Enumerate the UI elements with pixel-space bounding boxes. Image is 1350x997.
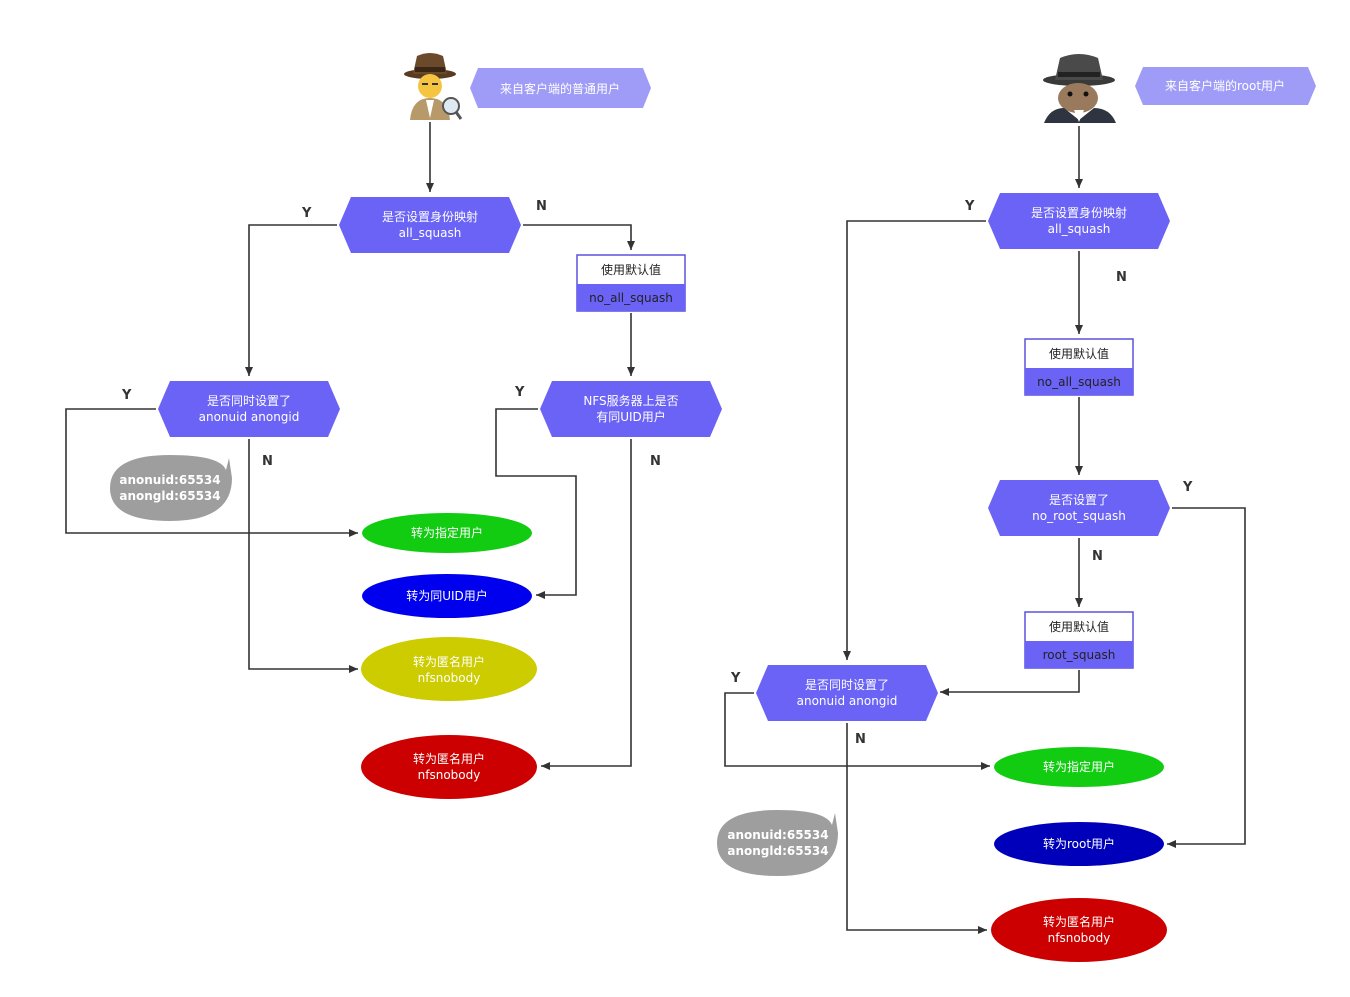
svg-text:N: N — [1116, 270, 1127, 285]
left-nfs-decision: NFS服务器上是否 有同UID用户 — [540, 381, 722, 437]
svg-text:no_all_squash: no_all_squash — [1037, 375, 1121, 389]
svg-text:Y: Y — [301, 206, 312, 221]
svg-text:使用默认值: 使用默认值 — [601, 262, 661, 277]
svg-text:nfsnobody: nfsnobody — [418, 768, 481, 782]
left-squash-decision: 是否设置身份映射 all_squash — [339, 197, 521, 253]
svg-text:是否同时设置了: 是否同时设置了 — [207, 394, 291, 408]
right-to-specified-user: 转为指定用户 — [994, 747, 1164, 787]
right-user-tag: 来自客户端的root用户 — [1135, 67, 1316, 105]
svg-text:nfsnobody: nfsnobody — [1048, 931, 1111, 945]
svg-text:转为指定用户: 转为指定用户 — [1043, 759, 1115, 774]
right-user-icon — [1043, 54, 1117, 123]
svg-text:all_squash: all_squash — [399, 226, 462, 240]
svg-text:Y: Y — [121, 388, 132, 403]
svg-text:anonuid anongid: anonuid anongid — [199, 410, 300, 424]
svg-text:转为同UID用户: 转为同UID用户 — [406, 588, 488, 603]
svg-text:N: N — [262, 454, 273, 469]
svg-text:N: N — [1092, 549, 1103, 564]
right-default-box-1: 使用默认值 no_all_squash — [1024, 338, 1134, 396]
right-edge-labels: Y N Y N Y N — [730, 199, 1193, 747]
svg-text:no_all_squash: no_all_squash — [589, 291, 673, 305]
left-to-specified-user: 转为指定用户 — [362, 513, 532, 553]
left-edges — [65, 122, 635, 770]
left-default-box: 使用默认值 no_all_squash — [576, 254, 686, 312]
svg-text:anonuid anongid: anonuid anongid — [797, 694, 898, 708]
svg-text:N: N — [536, 199, 547, 214]
svg-text:使用默认值: 使用默认值 — [1049, 346, 1109, 361]
svg-text:anongld:65534: anongld:65534 — [119, 489, 220, 503]
svg-text:转为匿名用户: 转为匿名用户 — [413, 654, 485, 669]
right-edges — [724, 126, 1246, 934]
left-user-tag: 来自客户端的普通用户 — [470, 68, 651, 108]
right-root-decision: 是否设置了 no_root_squash — [988, 480, 1170, 536]
right-to-anon-user-red: 转为匿名用户 nfsnobody — [991, 898, 1167, 962]
left-edge-labels: Y N Y N Y N — [121, 199, 661, 469]
right-anon-decision: 是否同时设置了 anonuid anongid — [756, 665, 938, 721]
right-user-label: 来自客户端的root用户 — [1165, 78, 1285, 93]
left-to-anon-user-yellow: 转为匿名用户 nfsnobody — [361, 637, 537, 701]
svg-text:转为root用户: 转为root用户 — [1043, 836, 1115, 851]
right-squash-decision: 是否设置身份映射 all_squash — [988, 193, 1170, 249]
right-default-box-2: 使用默认值 root_squash — [1024, 611, 1134, 669]
svg-text:Y: Y — [964, 199, 975, 214]
svg-text:是否设置了: 是否设置了 — [1049, 493, 1109, 507]
svg-text:是否设置身份映射: 是否设置身份映射 — [382, 209, 478, 224]
svg-text:使用默认值: 使用默认值 — [1049, 619, 1109, 634]
left-anon-decision: 是否同时设置了 anonuid anongid — [158, 381, 340, 437]
svg-text:root_squash: root_squash — [1043, 648, 1116, 662]
left-user-icon — [404, 53, 463, 120]
svg-text:all_squash: all_squash — [1048, 222, 1111, 236]
svg-text:NFS服务器上是否: NFS服务器上是否 — [583, 393, 678, 408]
svg-text:是否同时设置了: 是否同时设置了 — [805, 678, 889, 692]
svg-text:转为指定用户: 转为指定用户 — [411, 525, 483, 540]
svg-text:转为匿名用户: 转为匿名用户 — [413, 751, 485, 766]
svg-text:Y: Y — [730, 671, 741, 686]
left-user-label: 来自客户端的普通用户 — [500, 81, 620, 96]
svg-text:no_root_squash: no_root_squash — [1032, 509, 1126, 523]
svg-text:Y: Y — [514, 385, 525, 400]
svg-text:anonuid:65534: anonuid:65534 — [119, 473, 220, 487]
svg-text:anongld:65534: anongld:65534 — [727, 844, 828, 858]
right-to-root-user: 转为root用户 — [994, 822, 1164, 866]
svg-text:nfsnobody: nfsnobody — [418, 671, 481, 685]
right-default-bubble: anonuid:65534 anongld:65534 — [717, 810, 838, 876]
left-default-bubble: anonuid:65534 anongld:65534 — [110, 455, 232, 521]
svg-text:N: N — [650, 454, 661, 469]
svg-text:N: N — [855, 732, 866, 747]
left-to-same-uid-user: 转为同UID用户 — [362, 574, 532, 618]
svg-text:anonuid:65534: anonuid:65534 — [727, 828, 828, 842]
svg-text:是否设置身份映射: 是否设置身份映射 — [1031, 205, 1127, 220]
svg-text:有同UID用户: 有同UID用户 — [596, 409, 666, 424]
left-to-anon-user-red: 转为匿名用户 nfsnobody — [361, 735, 537, 799]
svg-text:转为匿名用户: 转为匿名用户 — [1043, 914, 1115, 929]
svg-text:Y: Y — [1182, 480, 1193, 495]
